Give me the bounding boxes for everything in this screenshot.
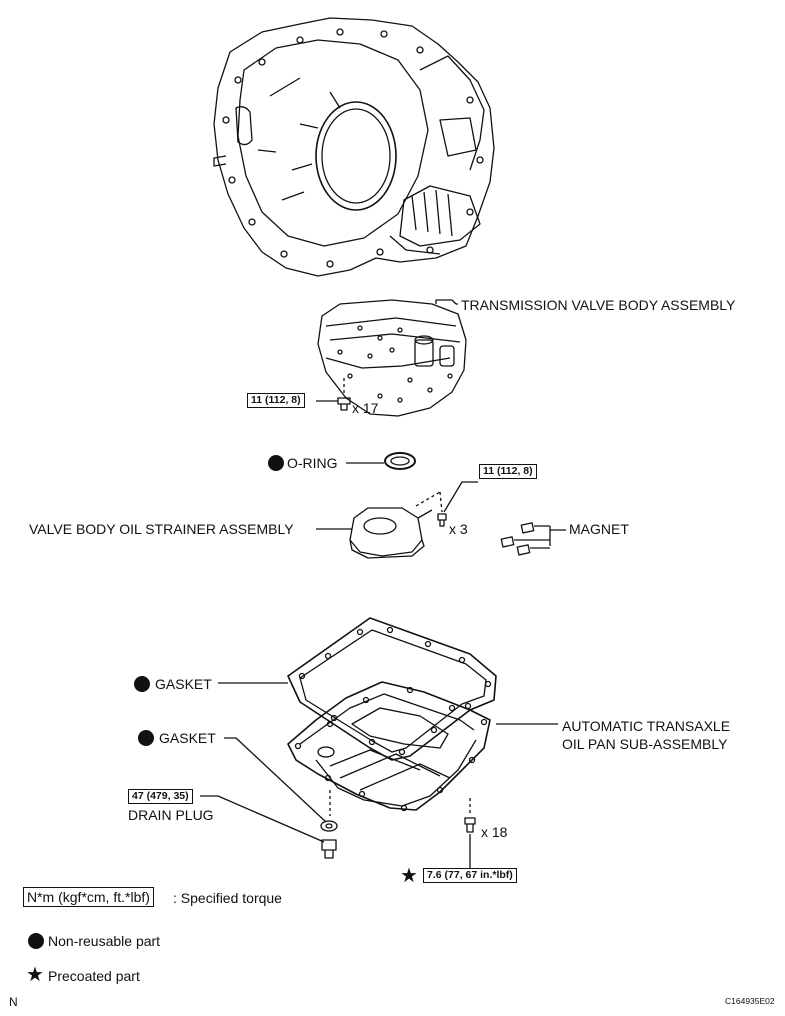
valve-body-torque-spec: 11 (112, 8) [247,393,305,408]
oil-pan-bolt-precoated-marker: ★ [400,865,418,887]
oil-pan-drawing [287,681,491,812]
legend-torque-unit: N*m (kgf*cm, ft.*lbf) [23,887,154,907]
oil-pan-torque-spec: 7.6 (77, 67 in.*lbf) [423,868,517,883]
legend-non-reusable-icon [28,933,44,949]
oil-pan-label-line2: OIL PAN SUB-ASSEMBLY [562,736,728,752]
valve-body-bolt-quantity: x 17 [352,400,379,416]
corner-mark: N [9,995,18,1009]
drain-plug-label: DRAIN PLUG [128,807,214,823]
strainer-bolt-quantity: x 3 [449,521,468,537]
upper-gasket-label: GASKET [155,676,212,692]
upper-gasket-non-reusable-marker [134,676,150,692]
legend-torque-desc: : Specified torque [173,890,282,906]
upper-gasket-drawing [287,617,497,761]
lower-gasket-label: GASKET [159,730,216,746]
transaxle-case-drawing [213,17,495,277]
strainer-label: VALVE BODY OIL STRAINER ASSEMBLY [29,521,294,537]
legend-non-reusable-label: Non-reusable part [48,933,161,949]
o-ring-non-reusable-marker [268,455,284,471]
legend-precoated-icon: ★ [26,964,44,986]
valve-body-label: TRANSMISSION VALVE BODY ASSEMBLY [461,297,736,313]
oil-pan-bolt-quantity: x 18 [481,824,508,840]
oil-strainer-drawing [349,507,433,559]
magnet-drawing [500,522,566,556]
legend-precoated-label: Precoated part [48,968,140,984]
figure-code: C164935E02 [725,996,775,1006]
o-ring-label: O-RING [287,455,338,471]
valve-body-drawing [317,299,467,417]
strainer-torque-spec: 11 (112, 8) [479,464,537,479]
lower-gasket-non-reusable-marker [138,730,154,746]
o-ring-drawing [384,452,416,470]
drain-plug-torque-spec: 47 (479, 35) [128,789,193,804]
oil-pan-label-line1: AUTOMATIC TRANSAXLE [562,718,731,734]
magnet-label: MAGNET [569,521,629,537]
